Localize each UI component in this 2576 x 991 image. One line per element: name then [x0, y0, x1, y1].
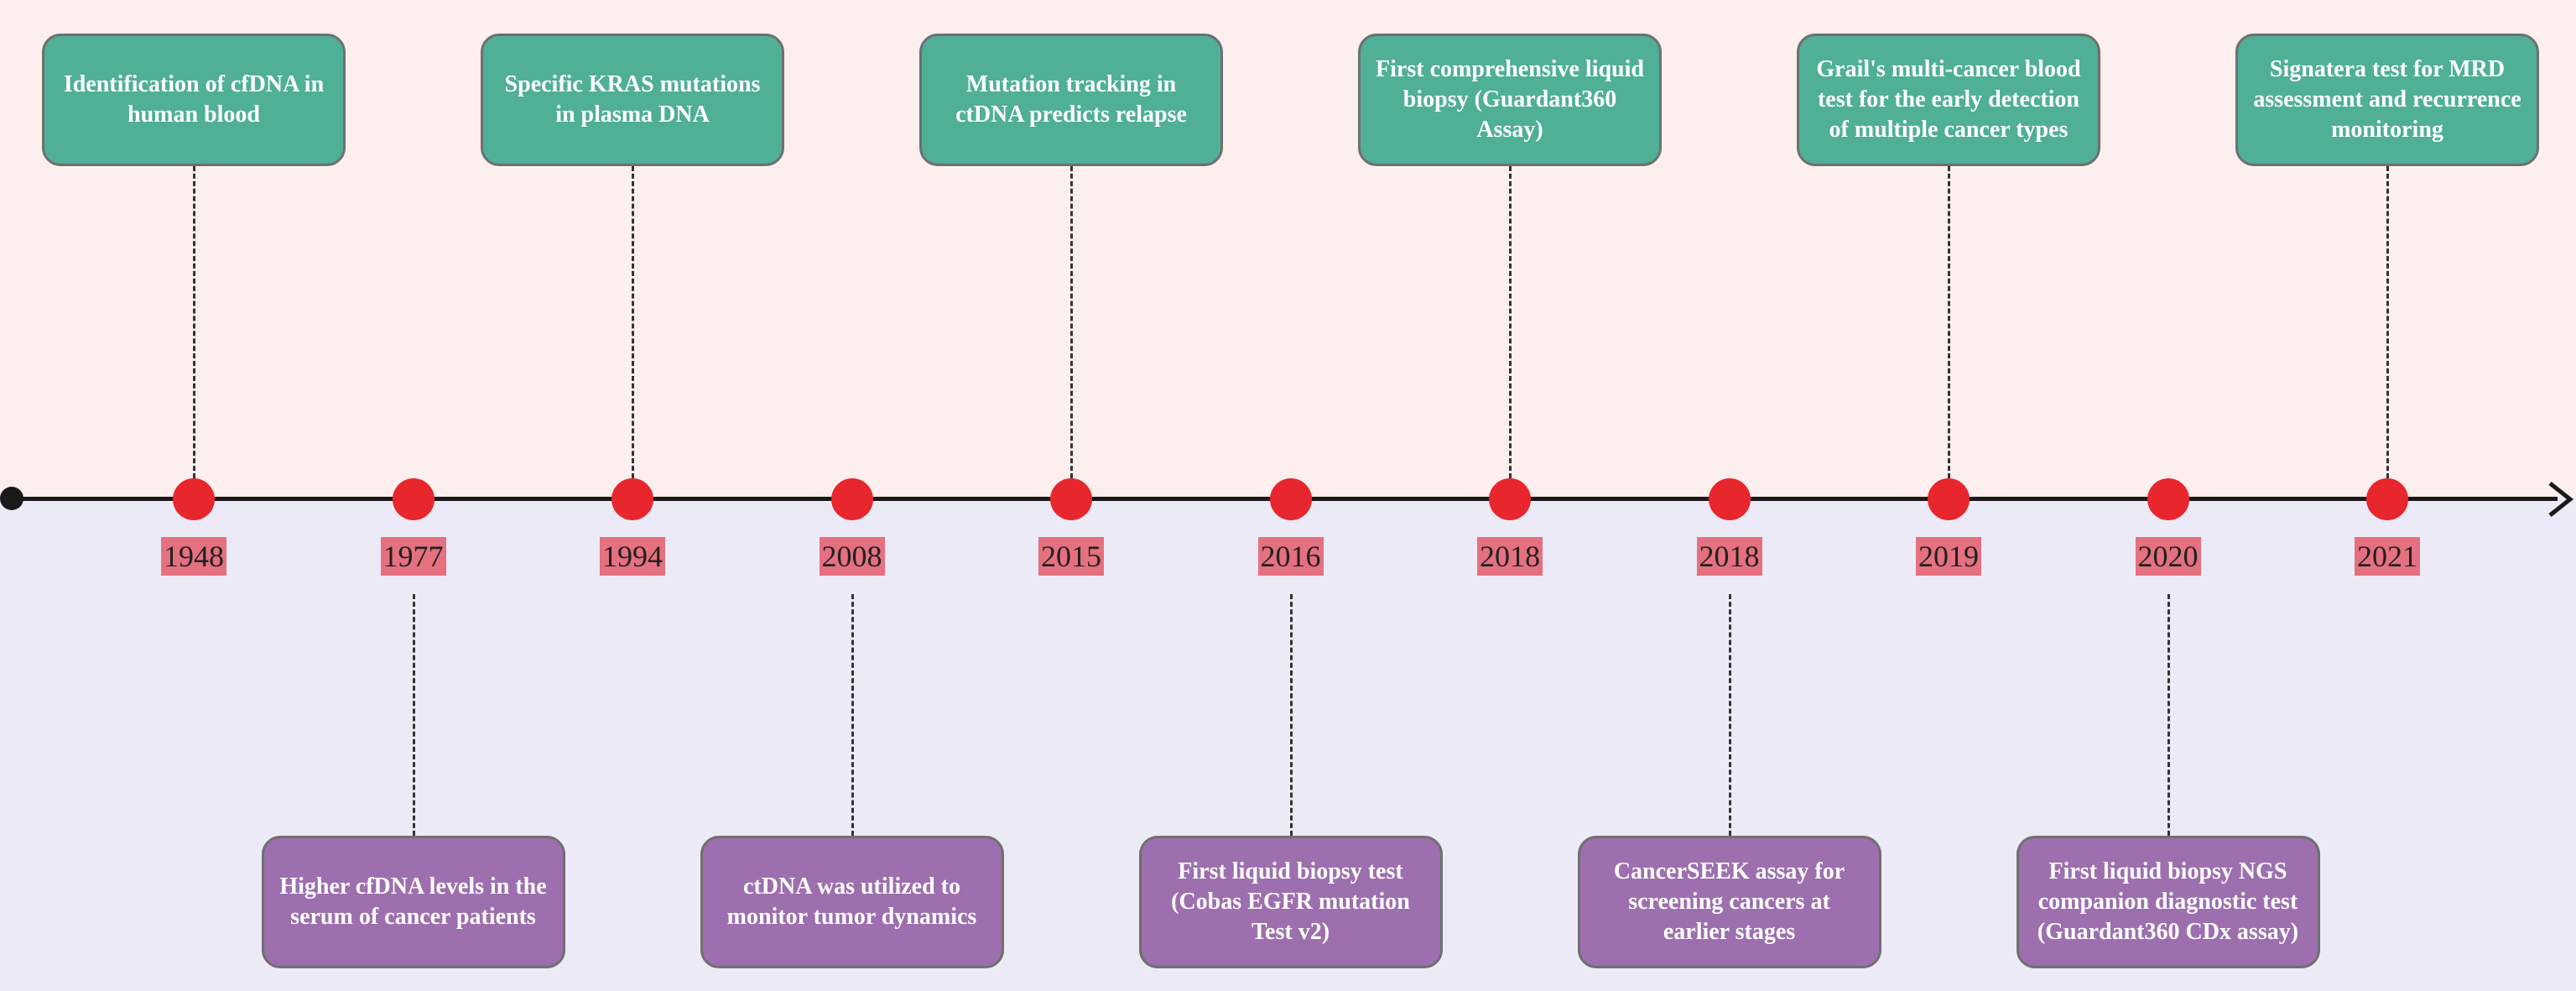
event-connector — [412, 594, 415, 836]
event-year: 2016 — [1257, 537, 1324, 576]
event-dot — [1489, 478, 1531, 520]
milestone-text: Grail's multi-cancer blood test for the … — [1816, 56, 2081, 143]
milestone-box-upper: First comprehensive liquid biopsy (Guard… — [1358, 34, 1662, 166]
milestone-box-lower: ctDNA was utilized to monitor tumor dyna… — [700, 836, 1004, 968]
upper-band — [0, 0, 2576, 497]
milestone-box-upper: Signatera test for MRD assessment and re… — [2235, 34, 2539, 166]
event-dot — [173, 478, 215, 520]
milestone-box-upper: Mutation tracking in ctDNA predicts rela… — [919, 34, 1223, 166]
event-year: 2018 — [1696, 537, 1762, 576]
milestone-box-lower: CancerSEEK assay for screening cancers a… — [1577, 836, 1881, 968]
milestone-text: Signatera test for MRD assessment and re… — [2253, 56, 2521, 143]
milestone-text: Specific KRAS mutations in plasma DNA — [504, 71, 761, 128]
event-year: 1948 — [161, 537, 226, 576]
milestone-box-upper: Identification of cfDNA in human blood — [42, 34, 346, 166]
milestone-text: Mutation tracking in ctDNA predicts rela… — [955, 71, 1187, 128]
event-year: 1994 — [600, 537, 665, 576]
event-year: 1977 — [380, 537, 446, 576]
event-connector — [632, 166, 634, 478]
event-year: 2021 — [2355, 537, 2420, 576]
arrow-right-icon — [2548, 482, 2574, 517]
event-year: 2019 — [1916, 537, 1981, 576]
milestone-text: First liquid biopsy NGS companion diagno… — [2037, 858, 2299, 945]
event-dot — [2147, 478, 2189, 520]
event-dot — [1928, 478, 1970, 520]
milestone-text: First liquid biopsy test (Cobas EGFR mut… — [1171, 858, 1410, 945]
event-year: 2020 — [2135, 537, 2201, 576]
event-connector — [1509, 166, 1512, 478]
milestone-box-lower: Higher cfDNA levels in the serum of canc… — [261, 836, 565, 968]
milestone-text: Identification of cfDNA in human blood — [63, 71, 325, 128]
milestone-text: CancerSEEK assay for screening cancers a… — [1613, 858, 1845, 945]
milestone-box-upper: Grail's multi-cancer blood test for the … — [1797, 34, 2100, 166]
event-connector — [1728, 594, 1731, 836]
milestone-box-lower: First liquid biopsy test (Cobas EGFR mut… — [1138, 836, 1443, 968]
milestone-text: Higher cfDNA levels in the serum of canc… — [279, 874, 547, 930]
event-connector — [851, 594, 854, 836]
event-year: 2018 — [1477, 537, 1543, 576]
axis-start-dot — [0, 487, 23, 510]
event-dot — [1708, 478, 1751, 520]
event-connector — [1948, 166, 1950, 478]
event-dot — [830, 478, 873, 520]
milestone-text: ctDNA was utilized to monitor tumor dyna… — [726, 874, 977, 930]
milestone-text: First comprehensive liquid biopsy (Guard… — [1376, 56, 1644, 143]
event-dot — [1050, 478, 1092, 520]
event-connector — [1289, 594, 1293, 836]
event-dot — [1269, 478, 1312, 520]
event-dot — [611, 478, 653, 520]
event-year: 2015 — [1038, 537, 1104, 576]
milestone-box-lower: First liquid biopsy NGS companion diagno… — [2016, 836, 2320, 968]
event-year: 2008 — [819, 537, 885, 576]
event-connector — [193, 166, 195, 478]
event-dot — [392, 478, 435, 520]
event-connector — [1070, 166, 1073, 478]
milestone-box-upper: Specific KRAS mutations in plasma DNA — [481, 34, 784, 166]
event-dot — [2366, 478, 2408, 520]
event-connector — [2386, 166, 2389, 478]
event-connector — [2167, 594, 2170, 836]
